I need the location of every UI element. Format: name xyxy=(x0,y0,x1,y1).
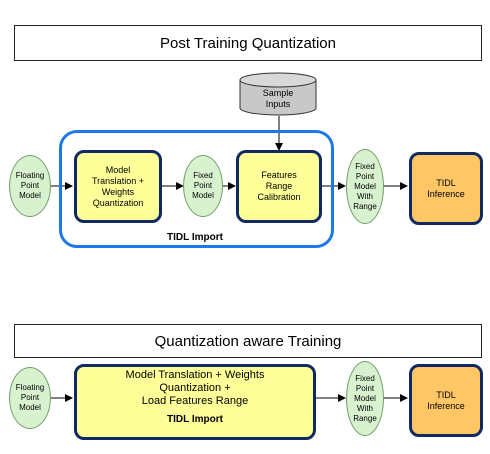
sample-inputs-label: Sample Inputs xyxy=(262,88,294,109)
ptq-title: Post Training Quantization xyxy=(14,25,482,61)
qat-floating-point-model: Floating Point Model xyxy=(9,367,51,429)
ptq-tidl-inference-box: TIDL Inference xyxy=(409,152,483,225)
ptq-model-translation-box: Model Translation + Weights Quantization xyxy=(74,150,162,223)
ptq-features-range-calibration-box: Features Range Calibration xyxy=(236,150,322,223)
ptq-fixed-point-model-with-range: Fixed Point Model With Range xyxy=(346,149,384,224)
ptq-tidl-import-label: TIDL Import xyxy=(167,232,223,243)
ptq-floating-point-model: Floating Point Model xyxy=(9,155,51,217)
ptq-tidl-import-frame xyxy=(59,130,334,248)
qat-tidl-import-label: TIDL Import xyxy=(167,413,223,425)
qat-import-box-text: Model Translation + Weights Quantization… xyxy=(125,368,265,407)
qat-tidl-inference-box: TIDL Inference xyxy=(409,364,483,437)
qat-tidl-import-box: Model Translation + Weights Quantization… xyxy=(74,364,316,440)
sample-inputs-cylinder xyxy=(239,72,317,116)
ptq-fixed-point-model: Fixed Point Model xyxy=(183,155,223,217)
qat-title: Quantization aware Training xyxy=(14,324,482,358)
qat-fixed-point-model-with-range: Fixed Point Model With Range xyxy=(346,361,384,436)
